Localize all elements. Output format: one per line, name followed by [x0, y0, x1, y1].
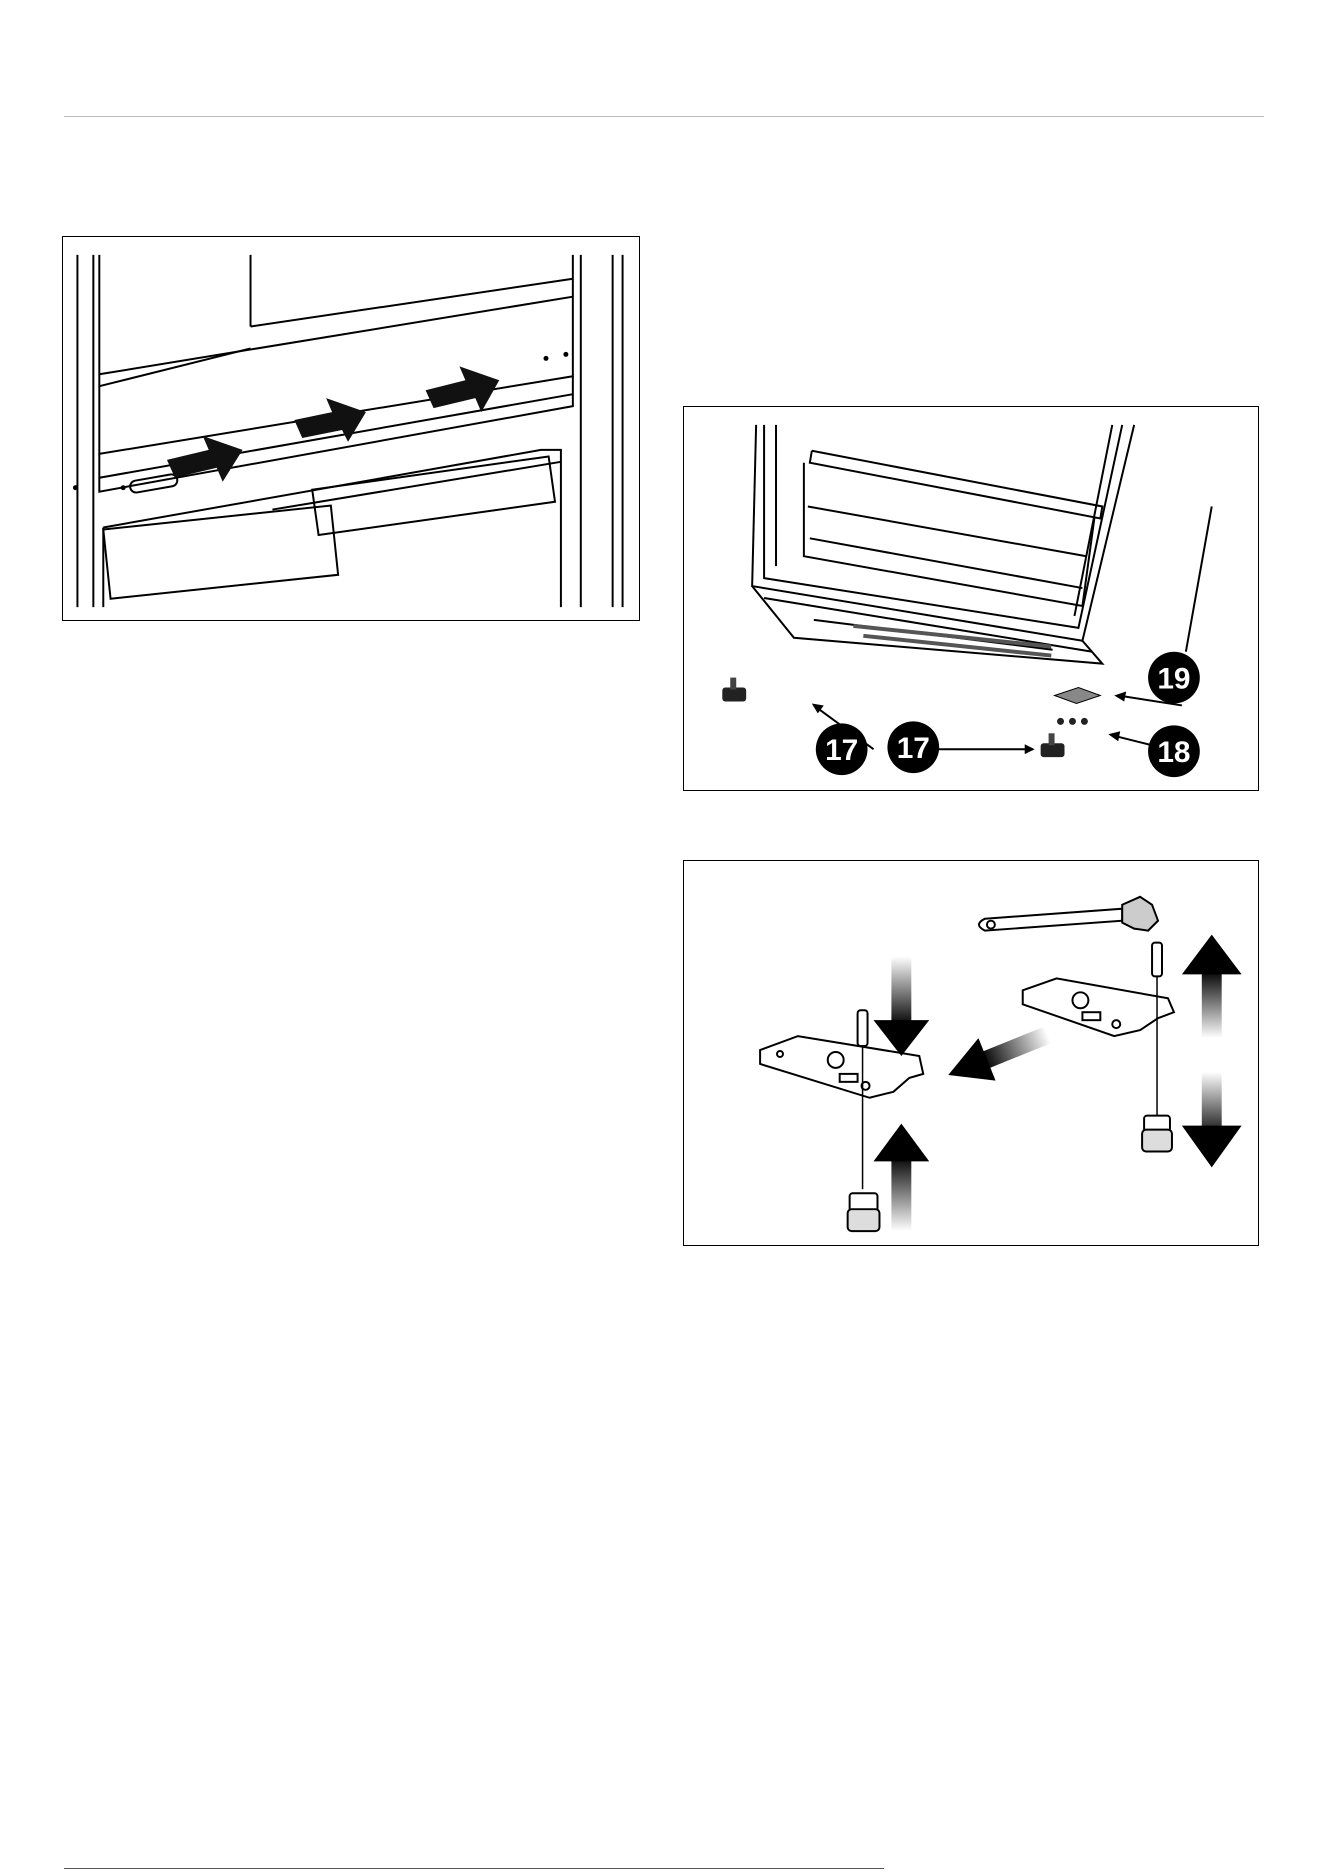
- svg-text:17: 17: [897, 732, 930, 765]
- hinge-pin-left-icon: [858, 1010, 868, 1189]
- callout-17-right: 17: [887, 721, 939, 773]
- door-removal-figure: 17 17 19 18: [683, 406, 1259, 791]
- footer-rule: [64, 1868, 884, 1869]
- door-removal-illustration: 17 17 19 18: [684, 407, 1258, 790]
- push-arrows: [167, 366, 499, 481]
- push-arrow-2: [294, 398, 366, 442]
- drawer-rail-figure: [62, 236, 640, 621]
- hinge-swap-illustration: [684, 861, 1258, 1245]
- svg-text:18: 18: [1157, 736, 1190, 769]
- adjustment-nut-left-icon: [848, 1193, 880, 1231]
- push-arrow-3: [426, 366, 500, 412]
- foot-left-icon: [722, 678, 746, 702]
- drawer-rail-illustration: [63, 237, 639, 620]
- hinge-pin-right-icon: [1152, 943, 1162, 1130]
- svg-text:17: 17: [825, 734, 858, 767]
- callout-19: 19: [1148, 652, 1200, 704]
- screws-icon: [1057, 718, 1088, 725]
- wrench-icon: [979, 897, 1158, 931]
- push-arrow-1: [167, 436, 243, 482]
- hinge-bracket-right-icon: [1023, 978, 1174, 1036]
- callout-17-left: 17: [816, 723, 868, 775]
- svg-text:19: 19: [1157, 663, 1190, 696]
- hinge-bracket-icon: [1055, 688, 1101, 704]
- header-rule: [64, 116, 1264, 117]
- foot-right-icon: [1041, 733, 1065, 757]
- adjustment-nut-right-icon: [1142, 1116, 1172, 1152]
- hinge-swap-figure: [683, 860, 1259, 1246]
- callout-18: 18: [1148, 725, 1200, 777]
